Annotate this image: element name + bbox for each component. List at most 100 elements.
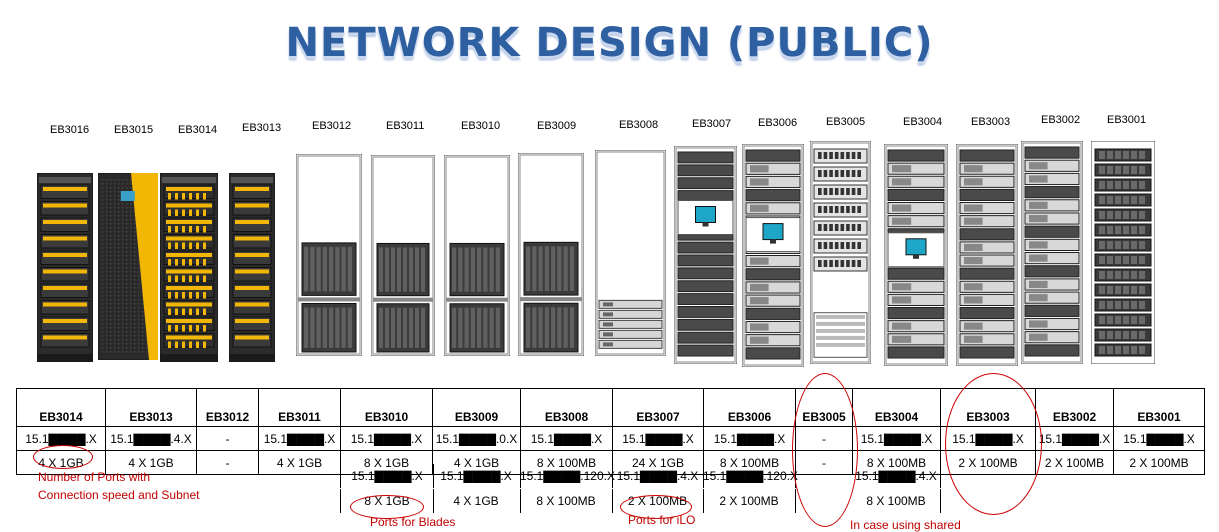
rack-perforation [114,335,116,337]
server-drive [1099,151,1105,159]
blade [532,307,537,348]
rack-perforation [118,187,120,189]
blade [452,247,457,292]
rack-drive [196,308,199,315]
rack-label-eb3012: EB3012 [312,120,352,132]
rack-perforation [102,319,104,321]
rack-label-eb3004: EB3004 [903,116,943,128]
rack-perforation [138,343,140,345]
blade [483,307,488,348]
patch-row [816,314,865,319]
server-drive [603,312,613,317]
rack-label-eb3015: EB3015 [114,124,154,136]
rack-unit-accent [43,286,87,290]
rack-perforation [118,215,120,217]
rack-drawing [674,146,737,364]
server-unit [959,280,1015,293]
rack-drive [203,275,206,282]
rack-perforation [110,339,112,341]
server-unit [1024,225,1080,238]
rack-perforation [134,291,136,293]
rack-perforation [110,195,112,197]
header-eb3007: EB3007 [612,388,704,427]
subnet2-cell: 15.1▇▇▇▇.X [432,464,521,488]
switch-port [829,152,833,159]
rack-perforation [122,287,124,289]
ports-cell: 24 X 1GB [612,450,704,475]
server-drive [1139,331,1145,339]
ports-cell: 4 X 1GB [105,450,197,475]
rack-drawing [956,144,1018,366]
rack-perforation [110,299,112,301]
blade [569,246,574,292]
rack-perforation [130,283,132,285]
rack-perforation [130,247,132,249]
rack-perforation [134,303,136,305]
rack-label-eb3007: EB3007 [692,118,732,130]
server-drive [1139,151,1145,159]
rack-perforation [122,295,124,297]
rack-unit-accent [43,302,87,307]
rack-drive [175,242,178,249]
rack-perforation [130,243,132,245]
switch-port [851,260,856,267]
blade [391,247,395,292]
server-drive [892,335,912,343]
server-unit [1024,252,1080,265]
server-drive [964,178,983,186]
rack-perforation [118,307,120,309]
rack-perforation [126,263,128,265]
switch-port [857,260,861,267]
rack-perforation [106,247,108,249]
rack-perforation [114,227,116,229]
subnet-cell: 15.1▇▇▇▇.0.X [432,426,521,451]
rack-perforation [130,287,132,289]
server-unit [887,320,945,333]
rack-label-eb3010: EB3010 [461,120,501,132]
blade [470,247,475,292]
rack-perforation [118,235,120,237]
monitor-screen [695,206,716,223]
rack-perforation [110,247,112,249]
rack-perforation [138,287,140,289]
server-drive [1107,196,1113,204]
rack-perforation [114,179,116,181]
rack-perforation [102,263,104,265]
rack-perforation [118,343,120,345]
rack-perforation [130,315,132,317]
rack-perforation [114,283,116,285]
rack-perforation [106,271,108,273]
rack-frame [1091,141,1155,364]
ports-cell: 4 X 1GB [258,450,341,475]
rack-perforation [118,203,120,205]
rack-perforation [142,311,144,313]
rack-perforation [138,295,140,297]
rack-perforation [102,195,104,197]
subnet-cell: 15.1▇▇▇▇.X [852,426,941,451]
rack-perforation [110,259,112,261]
blade [397,307,401,348]
rack-drive [189,308,192,315]
rack-perforation [134,251,136,253]
rack-label-eb3006: EB3006 [758,117,798,129]
rack-perforation [114,243,116,245]
rack-perforation [142,335,144,337]
rack-drive [203,226,206,233]
rack-perforation [118,223,120,225]
blade [489,307,494,348]
server-drive [1123,301,1129,309]
rack-eb3003 [956,144,1018,366]
blade [477,307,482,348]
blade [551,307,556,348]
switch-port [846,170,850,177]
rack-drive [203,259,206,266]
rack-perforation [102,231,104,233]
server-drive [1029,320,1048,328]
rack-unit-accent [166,236,212,241]
rack-perforation [138,315,140,317]
rack-perforation [102,331,104,333]
server-unit [1024,344,1080,357]
rack-perforation [130,227,132,229]
server-unit [677,177,734,190]
